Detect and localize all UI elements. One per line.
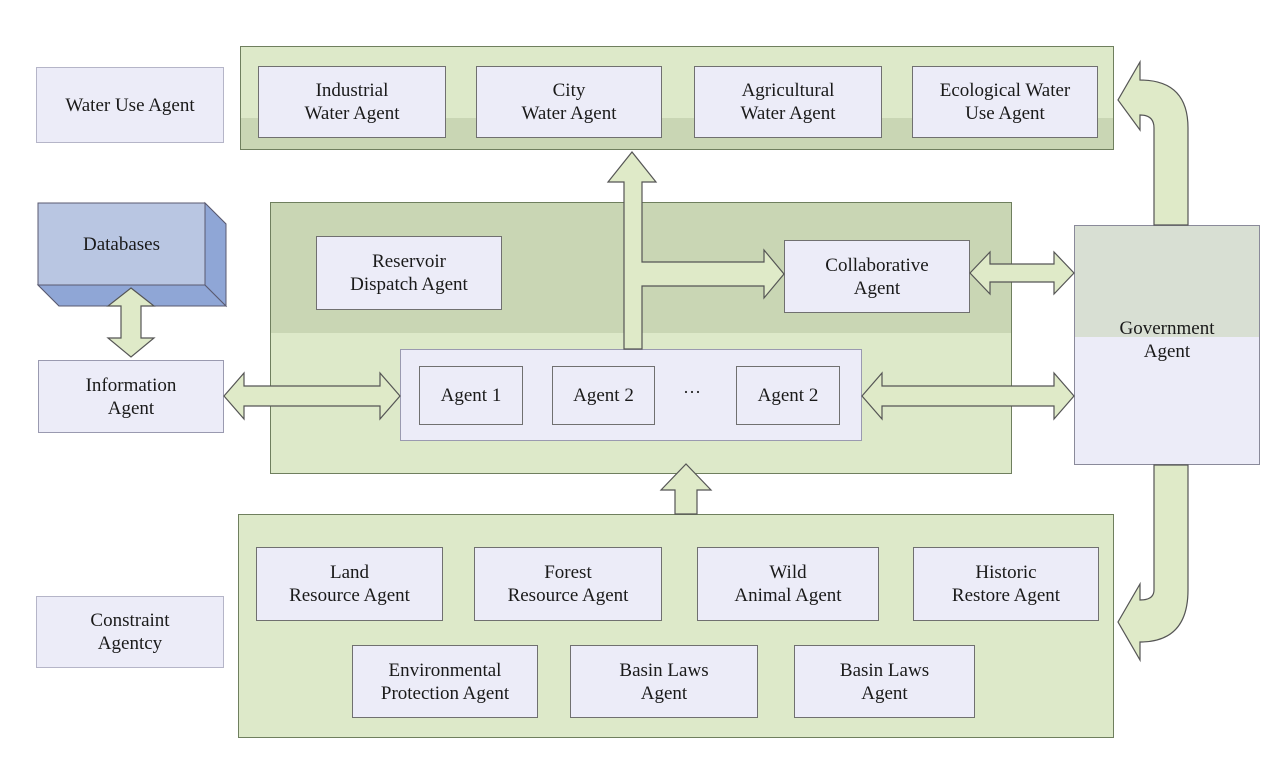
collaborative-agent: Collaborative Agent <box>784 240 970 313</box>
databases-block-icon <box>36 201 228 308</box>
land-resource-agent: Land Resource Agent <box>256 547 443 621</box>
agents-government-arrow <box>861 371 1075 421</box>
agent-1: Agent 1 <box>419 366 523 425</box>
databases-label: Databases <box>82 233 161 255</box>
databases-information-arrow <box>106 287 156 358</box>
basin-laws-agent-2: Basin Laws Agent <box>794 645 975 718</box>
government-to-constraint-curve-arrow <box>1117 464 1189 663</box>
agricultural-water-agent: Agricultural Water Agent <box>694 66 882 138</box>
wild-animal-agent: Wild Animal Agent <box>697 547 879 621</box>
water-use-label: Water Use Agent <box>36 67 224 143</box>
ecological-water-agent: Ecological Water Use Agent <box>912 66 1098 138</box>
government-to-water-curve-arrow <box>1117 59 1189 226</box>
historic-restore-agent: Historic Restore Agent <box>913 547 1099 621</box>
agent-2: Agent 2 <box>552 366 655 425</box>
ellipsis-text: ··· <box>683 382 701 402</box>
government-agent-text: Government Agent <box>1119 318 1215 362</box>
industrial-water-agent: Industrial Water Agent <box>258 66 446 138</box>
up-and-branch-arrow <box>606 151 785 350</box>
agent-n: Agent 2 <box>736 366 840 425</box>
collaborative-government-arrow <box>969 250 1075 296</box>
city-water-agent: City Water Agent <box>476 66 662 138</box>
constraint-label: Constraint Agentcy <box>36 596 224 668</box>
government-shade <box>1075 226 1259 337</box>
information-agent: Information Agent <box>38 360 224 433</box>
information-agents-arrow <box>223 371 401 421</box>
environmental-protection-agent: Environmental Protection Agent <box>352 645 538 718</box>
constraint-up-arrow <box>659 463 713 515</box>
basin-laws-agent-1: Basin Laws Agent <box>570 645 758 718</box>
reservoir-dispatch-agent: Reservoir Dispatch Agent <box>316 236 502 310</box>
forest-resource-agent: Forest Resource Agent <box>474 547 662 621</box>
